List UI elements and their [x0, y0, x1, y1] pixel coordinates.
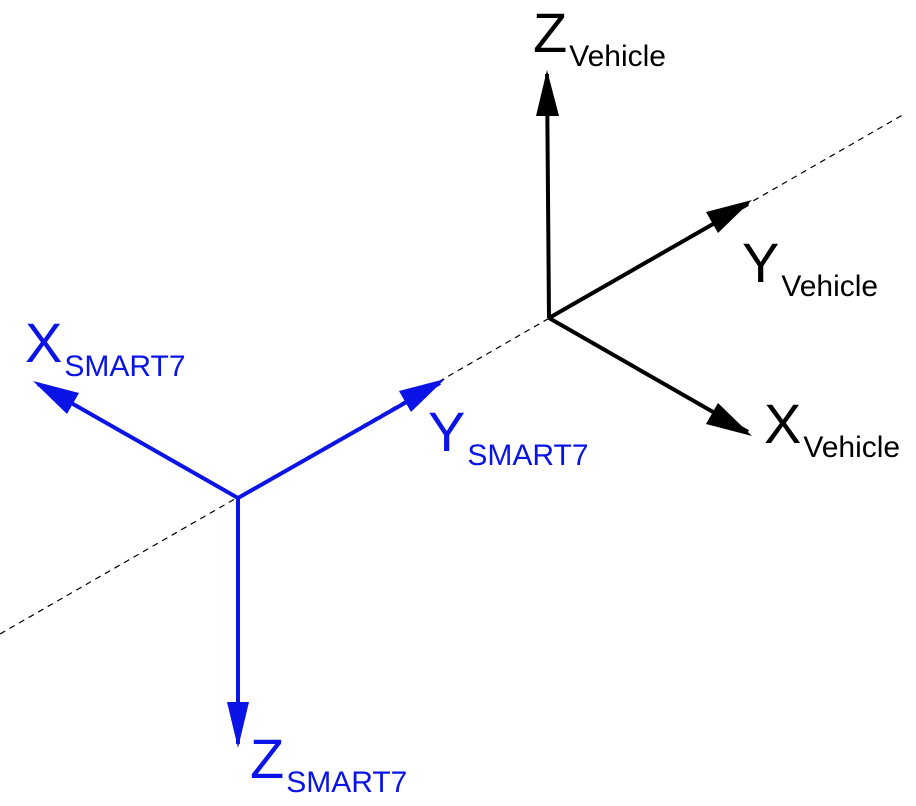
smart7-frame: XSMART7 YSMART7 ZSMART7 — [25, 311, 589, 799]
vehicle-y-arrowhead — [706, 200, 752, 233]
vehicle-frame: ZVehicle YVehicle XVehicle — [533, 1, 900, 464]
smart7-x-label: XSMART7 — [25, 311, 186, 383]
vehicle-z-label: ZVehicle — [533, 1, 666, 73]
vehicle-x-label: XVehicle — [764, 392, 900, 464]
smart7-y-label: YSMART7 — [428, 400, 589, 472]
dashed-guide-line — [0, 112, 907, 635]
smart7-y-arrowhead — [399, 379, 445, 412]
smart7-z-arrowhead — [227, 702, 249, 748]
smart7-z-label: ZSMART7 — [250, 727, 407, 799]
vehicle-z-arrowhead — [536, 70, 559, 116]
smart7-x-arrowhead — [33, 381, 79, 414]
vehicle-x-arrowhead — [706, 403, 752, 436]
vehicle-y-label: YVehicle — [742, 231, 878, 303]
